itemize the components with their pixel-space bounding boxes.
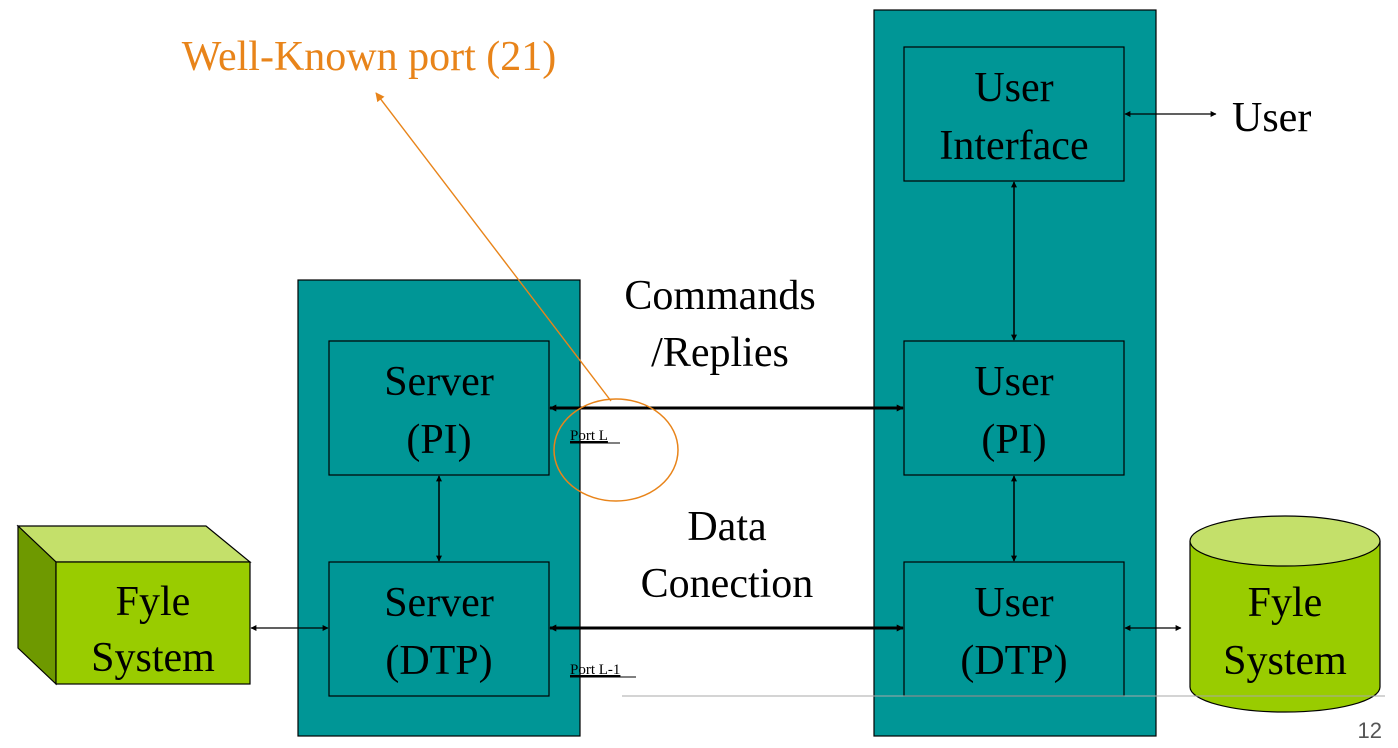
user-interface-box xyxy=(903,46,1125,182)
control-channel-label-line1: Commands xyxy=(624,273,815,319)
server-pi-label-line2: (PI) xyxy=(406,417,471,463)
slide-number: 12 xyxy=(1358,718,1382,743)
control-channel-label-line2: /Replies xyxy=(651,330,789,376)
port-l-label: Port L xyxy=(570,428,608,444)
user-interface-label-line2: Interface xyxy=(939,123,1088,169)
user-label: User xyxy=(1232,95,1311,141)
client-file-system-cylinder xyxy=(1189,515,1381,713)
user-dtp-label-line2: (DTP) xyxy=(960,638,1067,684)
server-file-system-label-line1: Fyle xyxy=(116,579,191,625)
user-dtp-label-line1: User xyxy=(974,580,1053,626)
data-channel-label-line2: Conection xyxy=(641,561,814,607)
server-pi-label-line1: Server xyxy=(384,359,494,405)
user-interface-label-line1: User xyxy=(974,65,1053,111)
server-file-system-icon xyxy=(16,524,252,686)
user-pi-box xyxy=(903,340,1125,476)
port-l-1-label: Port L-1 xyxy=(570,662,620,678)
well-known-port-highlight xyxy=(553,398,679,502)
well-known-port-label: Well-Known port (21) xyxy=(182,34,557,80)
server-dtp-label-line1: Server xyxy=(384,580,494,626)
server-dtp-label-line2: (DTP) xyxy=(385,638,492,684)
client-file-system-label-line1: Fyle xyxy=(1248,580,1323,626)
user-pi-label-line2: (PI) xyxy=(981,417,1046,463)
server-dtp-box xyxy=(328,561,550,697)
server-file-system-label-line2: System xyxy=(91,635,215,681)
data-channel-label-line1: Data xyxy=(687,504,767,550)
client-file-system-label-line2: System xyxy=(1223,638,1347,684)
user-pi-label-line1: User xyxy=(974,359,1053,405)
server-pi-box xyxy=(328,340,550,476)
well-known-port-pointer-arrow xyxy=(375,92,612,402)
